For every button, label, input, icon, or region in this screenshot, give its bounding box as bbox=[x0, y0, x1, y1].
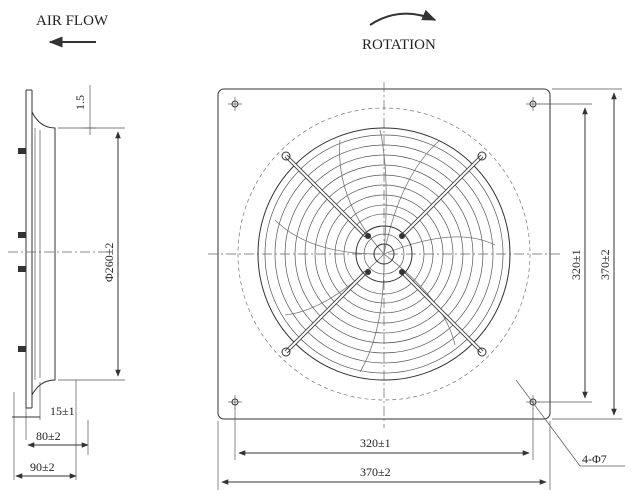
rotation-label: ROTATION bbox=[362, 37, 436, 53]
flange-to-blade-dimension: 15±1 bbox=[50, 404, 75, 418]
motor-hub bbox=[355, 225, 413, 283]
airflow-indicator: AIR FLOW bbox=[36, 13, 109, 48]
mounting-holes bbox=[228, 97, 540, 409]
mount-depth-dimension: 80±2 bbox=[36, 429, 61, 443]
side-bolts bbox=[18, 148, 26, 352]
flange-thickness-dimension: 1.5 bbox=[73, 95, 87, 110]
side-view: 1.5 Φ260±2 15±1 80±2 90±2 bbox=[8, 85, 125, 480]
hole-spacing-horizontal-dimension: 320±1 bbox=[360, 436, 391, 450]
rotation-indicator: ROTATION bbox=[362, 9, 437, 53]
fan-blades bbox=[274, 129, 496, 373]
plate-height-dimension: 370±2 bbox=[598, 249, 612, 280]
front-view: 320±1 370±2 320±1 370±2 4-Φ7 bbox=[208, 82, 625, 490]
mount-holes-dimension: 4-Φ7 bbox=[582, 452, 607, 466]
guard-diameter-dimension: Φ260±2 bbox=[102, 243, 116, 282]
plate-width-dimension: 370±2 bbox=[360, 465, 391, 479]
rotation-arrow-icon bbox=[369, 9, 437, 26]
hole-spacing-vertical-dimension: 320±1 bbox=[569, 249, 583, 280]
overall-depth-dimension: 90±2 bbox=[30, 460, 55, 474]
airflow-label: AIR FLOW bbox=[36, 13, 109, 29]
fan-guard bbox=[257, 127, 511, 381]
guard-struts bbox=[281, 151, 487, 357]
